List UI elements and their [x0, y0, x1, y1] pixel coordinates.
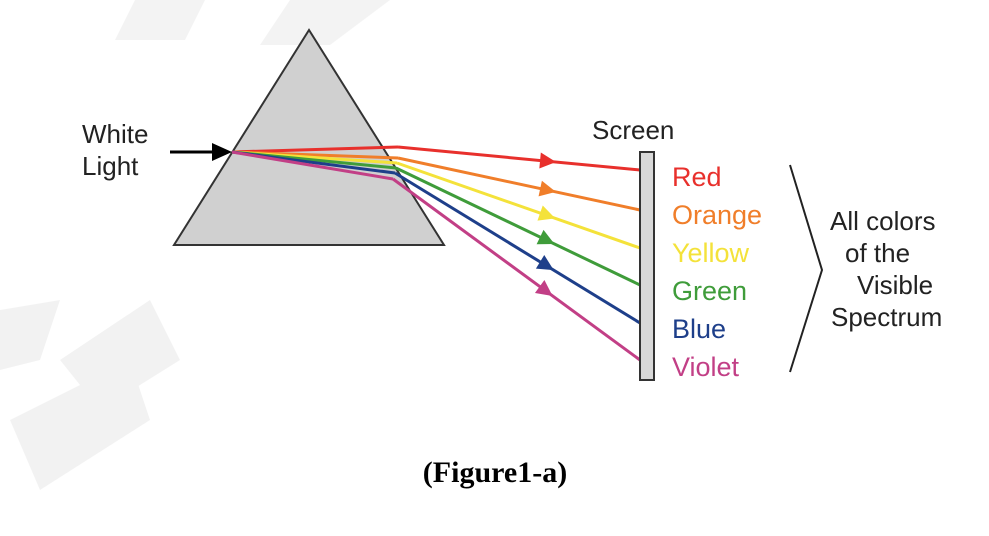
ray-blue — [394, 171, 641, 325]
ray-violet-arrowhead — [534, 280, 553, 296]
figure-caption: (Figure1-a) — [423, 456, 567, 489]
white-light-label-line2: Light — [82, 151, 139, 181]
ray-orange — [397, 156, 641, 212]
ray-green — [395, 166, 641, 287]
white-light-label-line1: White — [82, 119, 148, 149]
ray-red — [397, 145, 641, 172]
ray-yellow — [396, 161, 641, 250]
ray-violet-inside — [231, 150, 394, 181]
color-label-orange: Orange — [672, 200, 762, 230]
brace-label-line1: All colors — [830, 206, 935, 236]
ray-blue-arrowhead — [535, 254, 554, 271]
color-label-red: Red — [672, 162, 722, 192]
brace-label-line3: Visible — [857, 270, 933, 300]
ray-green-arrowhead — [536, 229, 555, 245]
ray-red-inside — [231, 145, 399, 154]
spectrum-brace — [789, 164, 824, 373]
brace-label-line4: Spectrum — [831, 302, 942, 332]
watermark — [0, 0, 390, 490]
prism — [172, 28, 446, 246]
color-label-blue: Blue — [672, 314, 726, 344]
spectrum-rays — [231, 145, 641, 362]
white-light-arrow — [170, 143, 232, 161]
color-label-violet: Violet — [672, 352, 740, 382]
ray-red-arrowhead — [539, 152, 557, 169]
ray-orange-arrowhead — [538, 180, 556, 197]
screen-label: Screen — [592, 115, 674, 145]
ray-violet — [392, 177, 641, 362]
color-label-yellow: Yellow — [672, 238, 750, 268]
brace-label-line2: of the — [845, 238, 910, 268]
screen — [639, 151, 655, 381]
color-label-green: Green — [672, 276, 747, 306]
ray-yellow-arrowhead — [537, 205, 556, 221]
